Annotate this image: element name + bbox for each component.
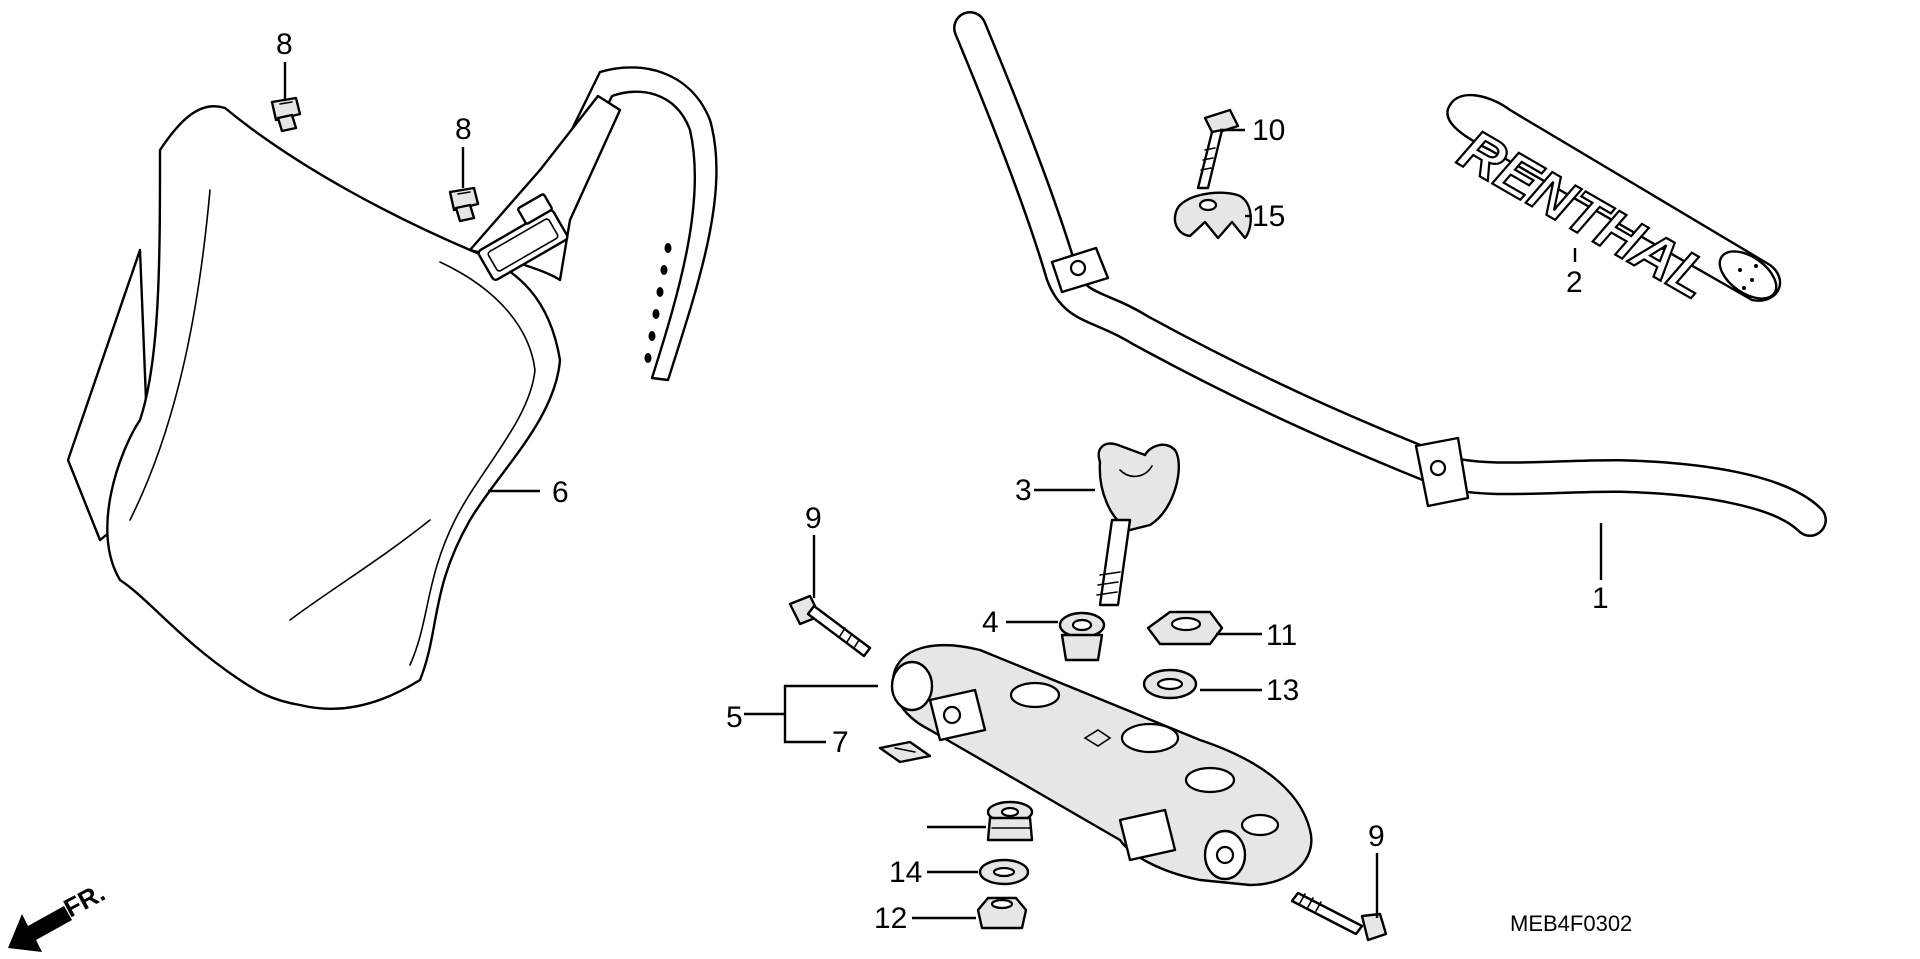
bolt-8-upper (270, 96, 302, 133)
bolt-8-lower (448, 186, 480, 223)
front-arrow-icon (8, 906, 72, 952)
number-plate (66, 66, 718, 711)
nut-11 (1146, 610, 1224, 646)
bolt-10 (1196, 108, 1240, 190)
washer-13 (1142, 668, 1198, 700)
callout-15: 15 (1252, 200, 1285, 233)
washer-14 (978, 858, 1030, 886)
handlebar-pad: RENTHAL (1446, 93, 1782, 313)
front-direction-marker: FR. (8, 877, 110, 952)
callout-12: 12 (874, 902, 907, 935)
callout-11: 11 (1266, 619, 1297, 652)
callout-6: 6 (552, 476, 569, 509)
nut-12 (976, 896, 1028, 930)
leader-lines (283, 62, 1603, 920)
bolt-9-lower (1290, 891, 1388, 942)
callout-14: 14 (889, 856, 922, 889)
callout-7: 7 (832, 726, 849, 759)
callout-1: 1 (1592, 582, 1609, 615)
clamp-15 (1173, 191, 1252, 240)
callout-8-lower: 8 (455, 113, 472, 146)
rubber-mount-4-lower (986, 800, 1034, 842)
callout-5: 5 (726, 701, 743, 734)
callout-4-upper: 4 (982, 606, 999, 639)
callout-2: 2 (1566, 266, 1583, 299)
callout-10: 10 (1252, 114, 1285, 147)
callout-8-upper: 8 (276, 28, 293, 61)
callout-3: 3 (1015, 474, 1032, 507)
callout-13: 13 (1266, 674, 1299, 707)
plate-7 (878, 740, 932, 764)
callout-9-lower: 9 (1368, 820, 1385, 853)
callout-9-upper: 9 (805, 502, 822, 535)
strap-holes (644, 243, 672, 363)
drawing-code: MEB4F0302 (1510, 911, 1632, 936)
rubber-mount-4-upper (1058, 611, 1106, 662)
handlebar (953, 11, 1827, 537)
bolt-9-upper (788, 594, 872, 658)
handlebar-holder (1096, 442, 1180, 607)
upper-triple-clamp (890, 644, 1313, 887)
number-plate-badge (477, 193, 569, 281)
